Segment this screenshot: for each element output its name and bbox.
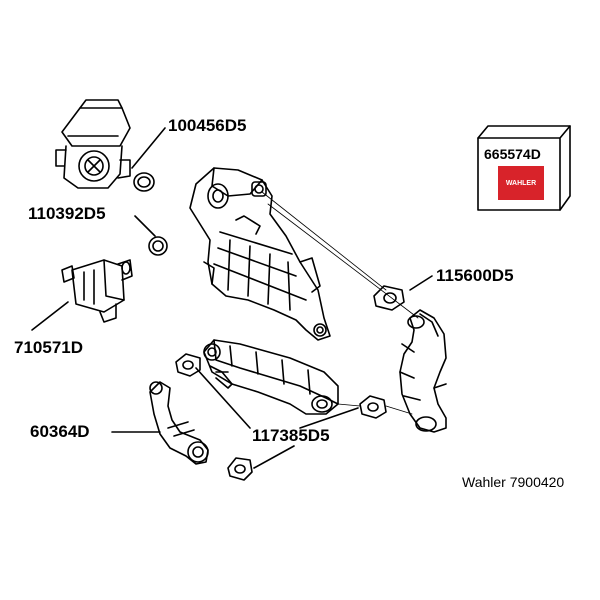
connecting-pipe xyxy=(399,309,447,433)
part-label-110392D5: 110392D5 xyxy=(28,204,106,223)
part-label-115600D5: 115600D5 xyxy=(436,266,514,285)
part-label-60364D: 60364D xyxy=(30,422,90,441)
diagram-footer-reference: Wahler 7900420 xyxy=(462,474,565,490)
o-ring-large xyxy=(133,172,155,192)
gasket-left xyxy=(175,353,201,377)
egr-valve-housing xyxy=(55,99,131,189)
vacuum-valve xyxy=(61,259,133,323)
o-ring-small xyxy=(148,236,168,256)
kit-box-code: 665574D xyxy=(484,146,541,162)
gasket-upper xyxy=(373,285,405,311)
wahler-logo: WAHLER xyxy=(498,166,544,200)
part-label-117385D5: 117385D5 xyxy=(252,426,330,445)
part-label-710571D: 710571D xyxy=(14,338,84,357)
egr-pipe-bottom-left xyxy=(149,381,209,465)
gasket-bottom xyxy=(227,457,253,481)
gasket-right xyxy=(359,395,387,419)
kit-box xyxy=(477,125,571,211)
egr-cooler xyxy=(203,339,339,415)
part-label-100456D5: 100456D5 xyxy=(168,116,247,135)
intake-manifold xyxy=(189,167,331,341)
